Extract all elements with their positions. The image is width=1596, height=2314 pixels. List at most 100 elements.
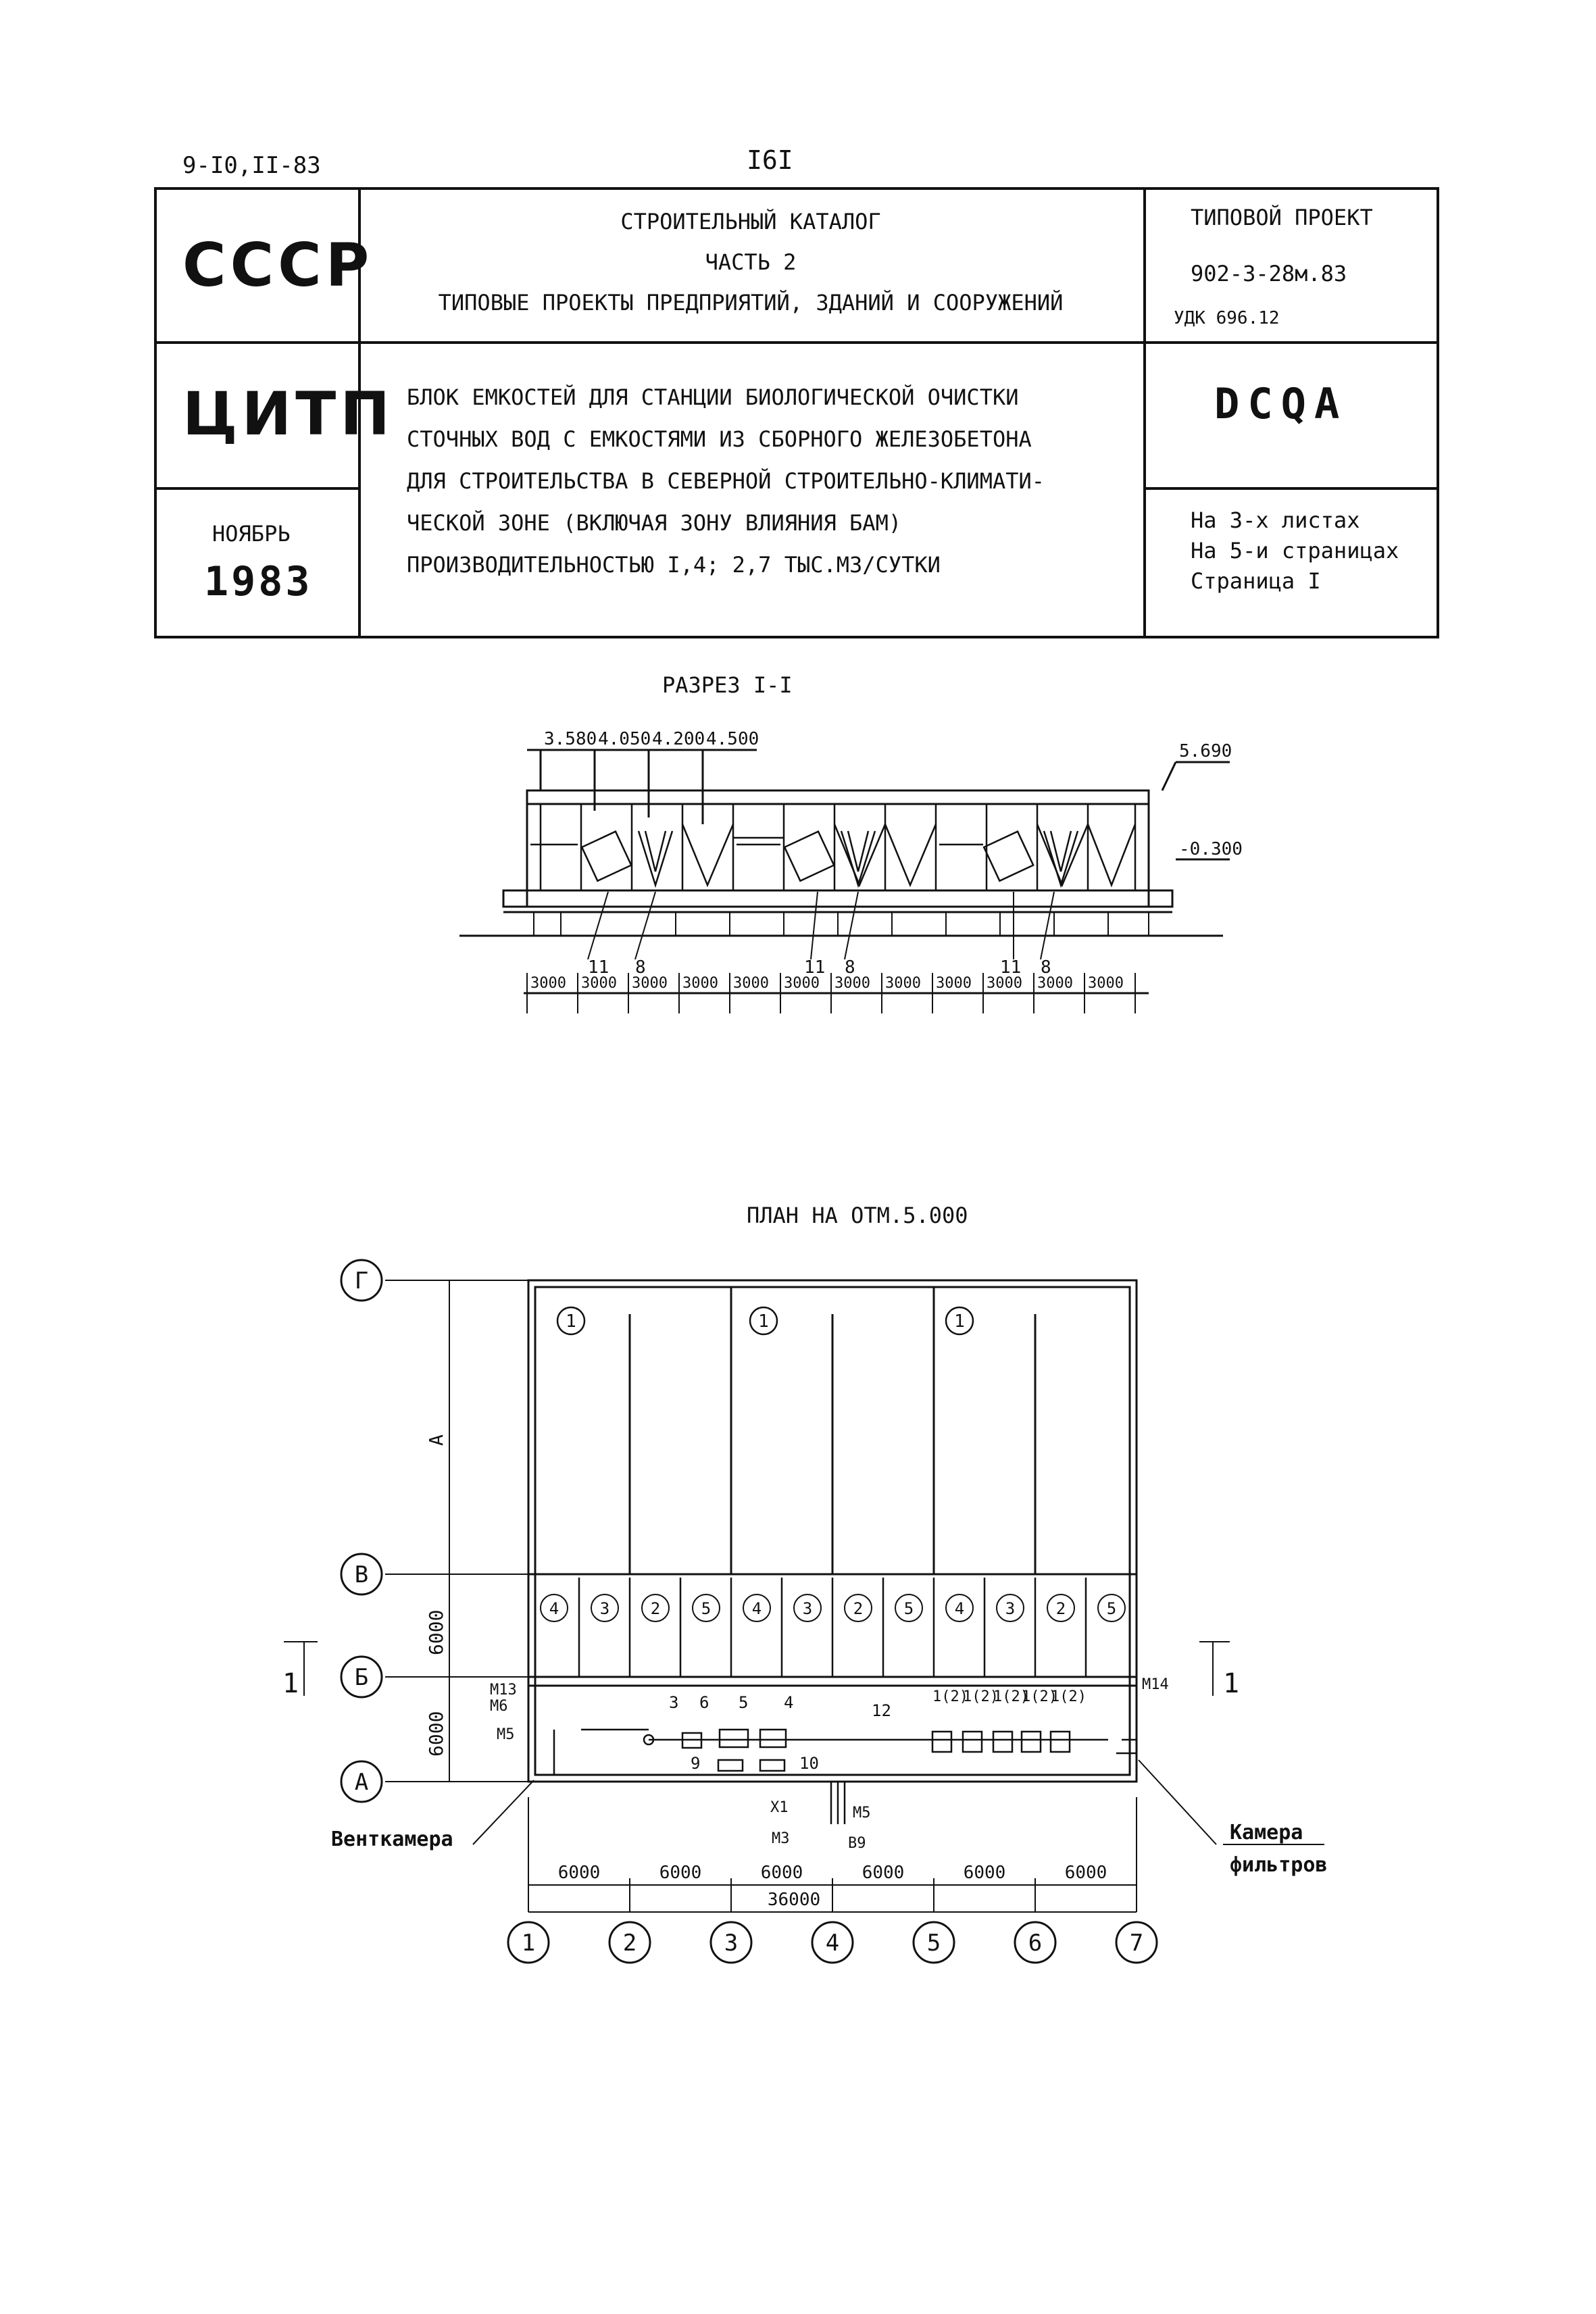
section-dim-5: 3000 [733, 975, 769, 992]
issue-year: 1983 [204, 558, 313, 605]
description-line-1: БЛОК ЕМКОСТЕЙ ДЛЯ СТАНЦИИ БИОЛОГИЧЕСКОЙ … [407, 384, 1019, 410]
axis-col-3: 3 [724, 1930, 738, 1957]
section-dim-4: 3000 [682, 975, 718, 992]
issue-month: НОЯБРЬ [212, 521, 291, 547]
sheets-count: На 3-х листах [1191, 507, 1360, 533]
callout-8-c: 8 [1041, 957, 1051, 978]
catalog-subtitle: ТИПОВЫЕ ПРОЕКТЫ ПРЕДПРИЯТИЙ, ЗДАНИЙ И СО… [438, 290, 1064, 316]
section-mark-low-right: -0.300 [1179, 839, 1243, 859]
section-dim-7: 3000 [834, 975, 870, 992]
col-dim-2: 6000 [659, 1863, 702, 1883]
pipe-m6: М6 [490, 1698, 508, 1715]
pipe-m5: М5 [497, 1726, 515, 1743]
pipe-m5-bottom: М5 [853, 1805, 871, 1821]
axis-col-5: 5 [927, 1930, 941, 1957]
section-dim-10: 3000 [987, 975, 1022, 992]
cell-label-7: 2 [853, 1599, 863, 1618]
tank-label-2: 1 [758, 1311, 769, 1332]
description-line-5: ПРОИЗВОДИТЕЛЬНОСТЬЮ I,4; 2,7 ТЫС.М3/СУТК… [407, 552, 941, 578]
section-mark-4: 4.500 [706, 729, 759, 749]
section-mark-top-right: 5.690 [1179, 741, 1232, 761]
row-dim-2: 6000 [425, 1711, 447, 1757]
callout-8-a: 8 [635, 957, 646, 978]
title-block: СССР ЦИТП НОЯБРЬ 1983 СТРОИТЕЛЬНЫЙ КАТАЛ… [154, 187, 1439, 638]
section-mark-2: 4.050 [598, 729, 651, 749]
row-dim-1: 6000 [425, 1610, 447, 1655]
tank-label-1: 1 [566, 1311, 576, 1332]
callout-11-a: 11 [588, 957, 609, 978]
udk-code: УДК 696.12 [1174, 308, 1280, 328]
cell-label-6: 3 [803, 1599, 812, 1618]
axis-col-4: 4 [826, 1930, 839, 1957]
cut-label-left: 1 [282, 1668, 299, 1699]
pipe-v9: В9 [848, 1835, 866, 1852]
current-page: Страница I [1191, 568, 1321, 594]
doc-code: DCQA [1214, 379, 1348, 428]
cell-label-11: 2 [1056, 1599, 1066, 1618]
equip-row-label-5: 1(2) [1051, 1688, 1087, 1705]
cut-label-right: 1 [1223, 1668, 1239, 1699]
col-dim-6: 6000 [1065, 1863, 1107, 1883]
axis-col-7: 7 [1130, 1930, 1143, 1957]
pages-count: На 5-и страницах [1191, 538, 1399, 563]
catalog-part: ЧАСТЬ 2 [705, 249, 797, 275]
section-dim-8: 3000 [885, 975, 921, 992]
org-sssr: СССР [182, 230, 374, 300]
pipe-m14: М14 [1142, 1676, 1169, 1693]
equip-label-5: 5 [739, 1693, 748, 1712]
equip-row-label-1: 1(2) [932, 1688, 968, 1705]
axis-col-2: 2 [623, 1930, 637, 1957]
equip-row-label-3: 1(2) [993, 1688, 1029, 1705]
section-dim-6: 3000 [784, 975, 820, 992]
callout-11-b: 11 [804, 957, 825, 978]
callout-11-c: 11 [1000, 957, 1021, 978]
pipe-x1: Х1 [770, 1799, 789, 1816]
description-line-4: ЧЕСКОЙ ЗОНЕ (ВКЛЮЧАЯ ЗОНУ ВЛИЯНИЯ БАМ) [407, 510, 902, 536]
plan-title: ПЛАН НА ОТМ.5.000 [747, 1203, 968, 1228]
equip-label-4: 4 [784, 1693, 793, 1712]
tank-label-3: 1 [954, 1311, 965, 1332]
axis-row-g: Г [355, 1267, 368, 1294]
org-citp: ЦИТП [182, 379, 394, 449]
section-mark-3: 4.200 [652, 729, 705, 749]
cell-label-1: 4 [549, 1599, 559, 1618]
col-dim-5: 6000 [964, 1863, 1006, 1883]
cell-label-3: 2 [651, 1599, 660, 1618]
equip-label-6: 6 [699, 1693, 709, 1712]
cell-label-10: 3 [1005, 1599, 1015, 1618]
col-dim-3: 6000 [761, 1863, 803, 1883]
section-dim-9: 3000 [936, 975, 972, 992]
description-line-3: ДЛЯ СТРОИТЕЛЬСТВА В СЕВЕРНОЙ СТРОИТЕЛЬНО… [407, 468, 1045, 494]
section-dim-2: 3000 [581, 975, 617, 992]
vent-chamber-label: Венткамера [331, 1828, 453, 1851]
pipe-m3: М3 [772, 1830, 790, 1847]
axis-row-v: В [355, 1561, 368, 1588]
col-dim-4: 6000 [862, 1863, 905, 1883]
total-dim: 36000 [768, 1890, 820, 1910]
callout-8-b: 8 [845, 957, 855, 978]
catalog-title: СТРОИТЕЛЬНЫЙ КАТАЛОГ [620, 209, 881, 234]
cell-label-2: 3 [600, 1599, 609, 1618]
row-dim-a: А [425, 1434, 447, 1446]
equip-label-9: 9 [691, 1754, 700, 1773]
col-dim-1: 6000 [558, 1863, 601, 1883]
cell-label-5: 4 [752, 1599, 762, 1618]
section-dim-12: 3000 [1088, 975, 1124, 992]
filter-chamber-label-1: Камера [1230, 1821, 1303, 1844]
section-dim-3: 3000 [632, 975, 668, 992]
document-code: 9-I0,II-83 [182, 152, 321, 179]
cell-label-12: 5 [1107, 1599, 1116, 1618]
equip-row-label-2: 1(2) [963, 1688, 999, 1705]
axis-row-b: Б [355, 1664, 368, 1691]
axis-col-1: 1 [522, 1930, 535, 1957]
equip-label-12: 12 [872, 1701, 891, 1720]
project-number: 902-3-28м.83 [1191, 261, 1347, 286]
axis-col-6: 6 [1028, 1930, 1042, 1957]
description-line-2: СТОЧНЫХ ВОД С ЕМКОСТЯМИ ИЗ СБОРНОГО ЖЕЛЕ… [407, 426, 1032, 452]
filter-chamber-label-2: фильтров [1230, 1853, 1328, 1877]
section-title: РАЗРЕЗ I-I [662, 672, 793, 698]
section-dim-1: 3000 [530, 975, 566, 992]
equip-label-3: 3 [669, 1693, 678, 1712]
cell-label-9: 4 [955, 1599, 964, 1618]
